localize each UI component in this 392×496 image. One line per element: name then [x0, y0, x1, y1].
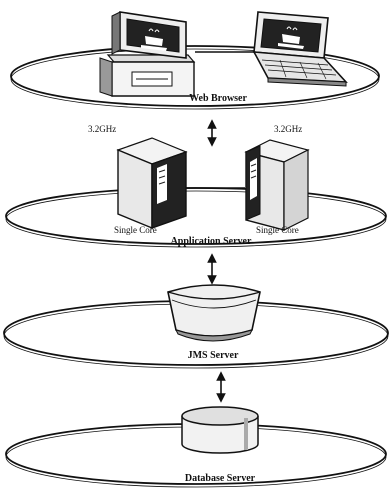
application-server-tier: 3.2GHz Single Core 3.2GHz Single Core Ap…: [5, 124, 387, 248]
jms-server-label: JMS Server: [188, 350, 239, 361]
server-tower-left-icon: [116, 137, 188, 230]
server-left-core: Single Core: [114, 225, 157, 235]
web-browser-tier: Web Browser: [10, 11, 380, 110]
laptop-icon: [252, 11, 348, 87]
web-browser-platform: [10, 45, 380, 107]
database-server-label: Database Server: [185, 473, 256, 484]
database-server-tier: Database Server: [5, 406, 387, 488]
message-queue-icon: [167, 284, 261, 342]
application-server-label: Application Server: [171, 236, 252, 247]
database-cylinder-icon: [181, 406, 259, 454]
jms-server-tier: JMS Server: [3, 284, 389, 369]
desktop-computer-icon: [99, 11, 196, 97]
web-browser-label: Web Browser: [189, 93, 247, 104]
server-right-speed: 3.2GHz: [274, 124, 302, 134]
server-left-speed: 3.2GHz: [88, 124, 116, 134]
server-right-core: Single Core: [256, 225, 299, 235]
server-tower-right-icon: [244, 139, 310, 231]
